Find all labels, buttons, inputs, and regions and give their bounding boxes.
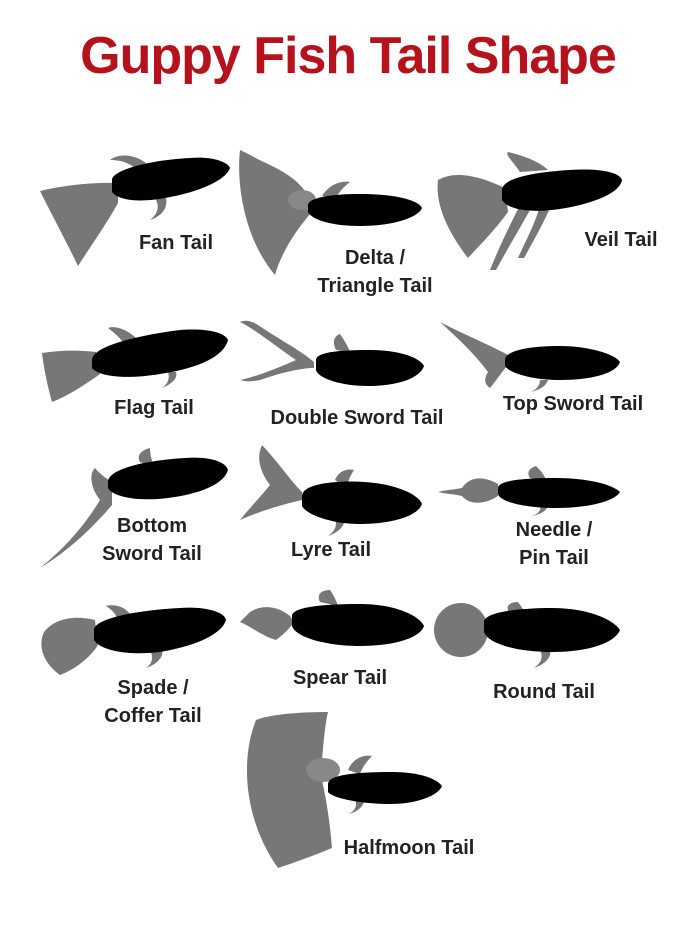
lyre-tail-fish: [240, 445, 422, 536]
label-bottom-sword-tail: Bottom Sword Tail: [92, 512, 212, 568]
flag-tail-fish: [42, 327, 228, 402]
double-sword-tail-fish: [240, 321, 424, 386]
label-spear-tail: Spear Tail: [282, 664, 398, 692]
label-flag-tail: Flag Tail: [104, 394, 204, 422]
spade-tail-fish: [41, 605, 226, 675]
top-sword-tail-fish: [440, 322, 620, 392]
label-double-sword-tail: Double Sword Tail: [257, 404, 457, 432]
label-needle-tail: Needle / Pin Tail: [496, 516, 612, 572]
label-round-tail: Round Tail: [484, 678, 604, 706]
label-top-sword-tail: Top Sword Tail: [490, 390, 656, 418]
needle-tail-fish: [438, 466, 620, 516]
spear-tail-fish: [240, 590, 424, 646]
round-tail-fish: [434, 602, 620, 668]
label-fan-tail: Fan Tail: [131, 229, 221, 257]
label-halfmoon-tail: Halfmoon Tail: [334, 834, 484, 862]
label-spade-tail: Spade / Coffer Tail: [94, 674, 212, 730]
label-delta-tail: Delta / Triangle Tail: [305, 244, 445, 300]
label-lyre-tail: Lyre Tail: [280, 536, 382, 564]
label-veil-tail: Veil Tail: [571, 226, 671, 254]
